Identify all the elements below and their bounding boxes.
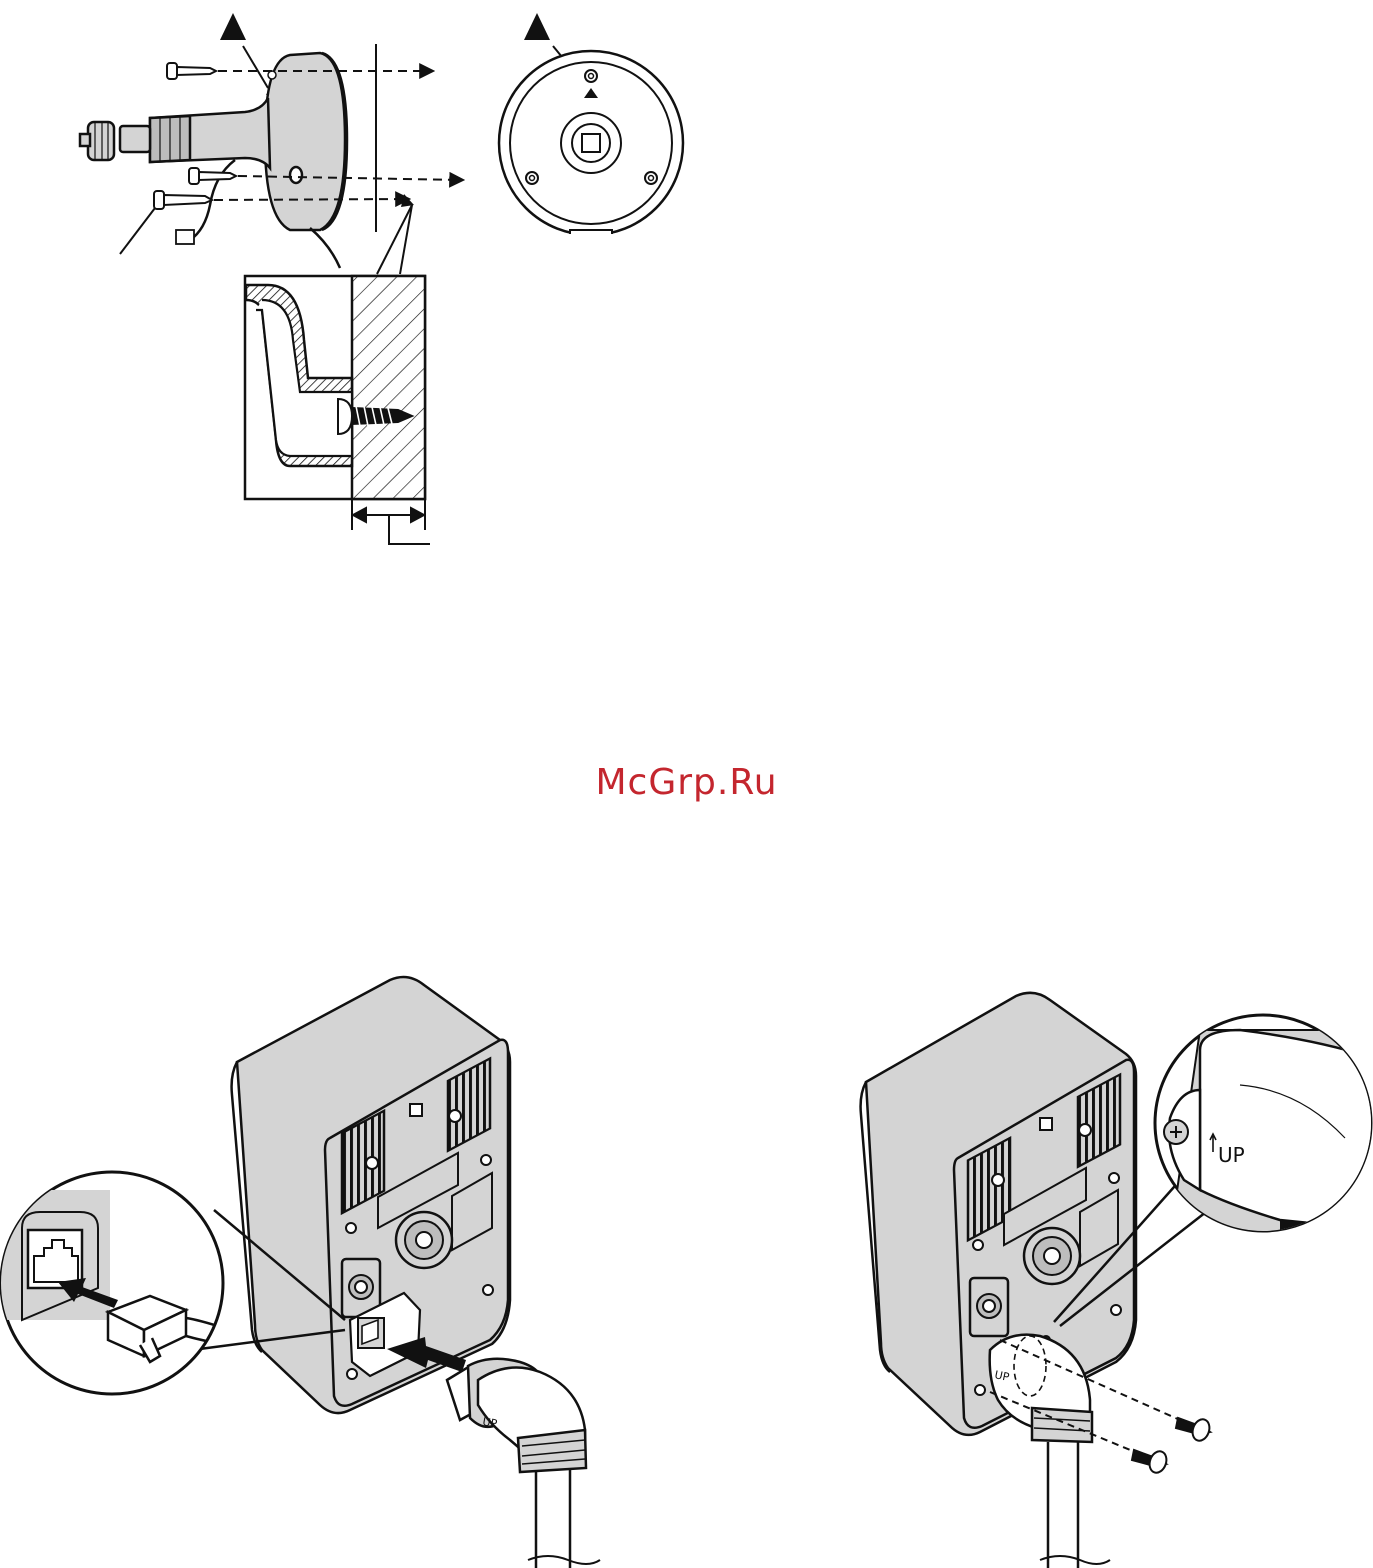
triangle-marker-icon — [524, 13, 550, 40]
rj45-connector-icon — [176, 230, 194, 244]
camera-back-left — [232, 977, 510, 1413]
wall-thickness-dimension — [352, 500, 430, 544]
screw-icon — [154, 191, 212, 209]
up-mark-label: UP — [481, 1415, 498, 1430]
phillips-screw-icon — [1132, 1449, 1169, 1475]
screw-icon — [189, 168, 236, 184]
up-mark-zoom-label: UP — [1218, 1143, 1245, 1167]
base-plate-front-view — [499, 51, 683, 237]
wall-section-detail — [245, 276, 425, 499]
triangle-marker-icon — [220, 13, 246, 40]
watermark: McGrp.Ru — [0, 762, 1373, 803]
elbow-connector-left: UP — [447, 1359, 600, 1568]
screw-icon — [167, 63, 216, 79]
phillips-screw-icon — [1176, 1417, 1212, 1443]
